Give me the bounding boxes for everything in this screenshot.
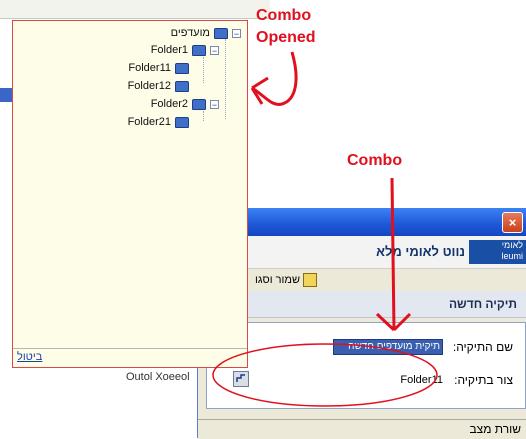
folder-name-label: שם התיקיה:	[452, 340, 513, 354]
tree-item-label: Folder2	[150, 98, 188, 110]
annotation-ellipse	[212, 343, 438, 407]
app-header: נווט לאומי מלא לאומי leumi	[198, 236, 526, 269]
annotation-combo-opened-1: Combo	[256, 7, 312, 24]
annotation-combo: Combo	[347, 152, 403, 169]
tree-item-folder11[interactable]: Folder11	[128, 60, 189, 76]
new-folder-dialog: × נווט לאומי מלא לאומי leumi שמור וסגו ת…	[197, 208, 526, 439]
background-text-fragment: Outol Xoeeol	[126, 371, 190, 383]
tree-item-label: Folder21	[127, 116, 171, 128]
parent-folder-combo[interactable]: Folder11	[400, 374, 443, 386]
collapse-icon[interactable]: −	[210, 99, 219, 110]
folder-icon	[192, 98, 206, 110]
tree-item-label: מועדפים	[170, 27, 210, 39]
combo-dropdown-panel: מועדפים − Folder1 − Folder11 Folder12 Fo…	[12, 20, 248, 368]
dropdown-divider	[13, 348, 247, 349]
status-text: שורת מצב	[469, 422, 521, 436]
annotation-arrow-combo	[390, 177, 396, 331]
collapse-icon[interactable]: −	[232, 28, 241, 39]
tree-item-label: Folder11	[128, 62, 171, 74]
parent-folder-label: צור בתיקיה:	[454, 373, 513, 387]
leumi-logo: לאומי leumi	[469, 240, 526, 264]
tree-item-folder12[interactable]: Folder12	[128, 78, 189, 94]
save-and-close-button[interactable]: שמור וסגו	[255, 272, 317, 288]
folder-icon	[175, 80, 189, 92]
folder-name-input[interactable]	[333, 339, 443, 355]
combo-arrow-icon	[236, 374, 245, 382]
folder-icon	[175, 62, 189, 74]
tree-item-favorites[interactable]: מועדפים −	[171, 25, 241, 41]
save-icon	[303, 273, 317, 287]
tree-connector	[203, 111, 204, 121]
folder-icon	[192, 44, 206, 56]
dialog-titlebar[interactable]: ×	[198, 208, 526, 236]
background-selection-strip	[0, 88, 14, 102]
annotation-arrow-opened	[251, 51, 298, 106]
tree-item-folder21[interactable]: Folder21	[128, 114, 189, 130]
annotation-arrowhead-combo	[375, 312, 412, 332]
collapse-icon[interactable]: −	[210, 45, 219, 56]
background-window-bar	[0, 0, 270, 19]
app-title: נווט לאומי מלא	[376, 244, 465, 259]
tree-item-label: Folder12	[127, 80, 171, 92]
annotation-combo-opened-2: Opened	[256, 29, 316, 46]
tree-connector	[203, 57, 204, 83]
annotation-arrowhead-opened	[250, 76, 269, 105]
brand-latin: leumi	[501, 251, 523, 261]
cancel-link[interactable]: ביטול	[17, 351, 43, 363]
close-button[interactable]: ×	[502, 212, 523, 233]
folder-icon	[175, 116, 189, 128]
section-header: תיקיה חדשה	[198, 291, 526, 318]
combo-dropdown-button[interactable]	[233, 371, 249, 387]
tree-connector	[225, 39, 226, 119]
tree-item-label: Folder1	[150, 44, 188, 56]
status-bar: שורת מצב	[198, 419, 526, 439]
save-label: שמור וסגו	[255, 274, 300, 286]
tree-item-folder1[interactable]: Folder1 −	[151, 42, 219, 58]
brand-hebrew: לאומי	[501, 240, 523, 250]
tree-item-folder2[interactable]: Folder2 −	[151, 96, 219, 112]
folder-icon	[214, 27, 228, 39]
section-title: תיקיה חדשה	[448, 297, 517, 311]
